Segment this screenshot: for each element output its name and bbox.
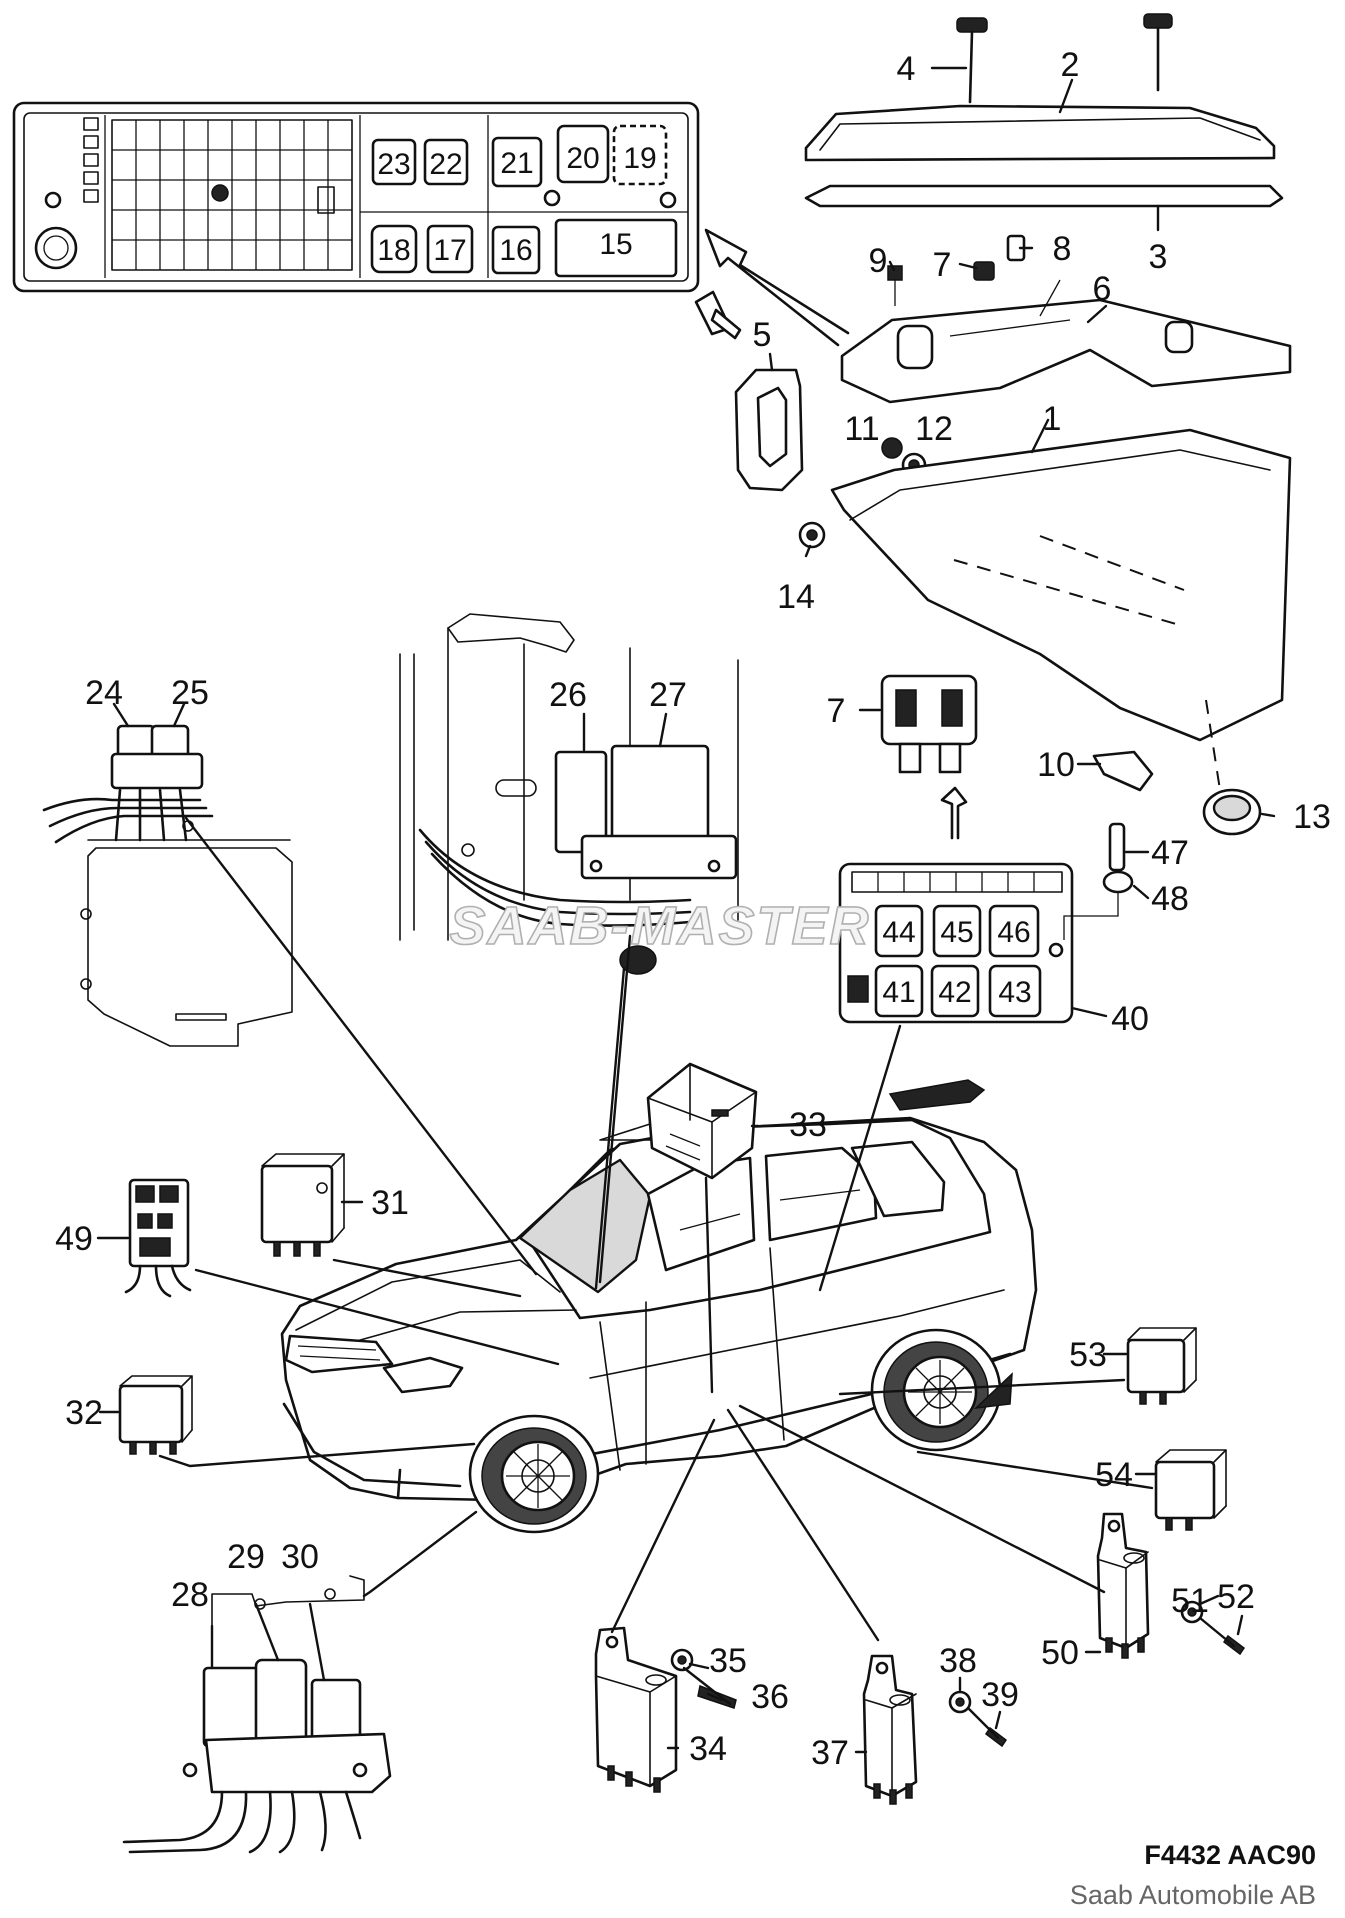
part-label: 6 bbox=[1093, 270, 1112, 308]
part-label: 53 bbox=[1069, 1336, 1107, 1374]
part-label: 9 bbox=[869, 242, 888, 280]
part-label: 50 bbox=[1041, 1634, 1079, 1672]
relay-32 bbox=[118, 1375, 193, 1455]
fuse-box-number: 23 bbox=[377, 148, 410, 181]
part-label: 14 bbox=[777, 578, 815, 616]
part-label: 26 bbox=[549, 676, 587, 714]
relay-37 bbox=[862, 1654, 1008, 1805]
relay-31 bbox=[260, 1153, 345, 1257]
relay-box-number: 45 bbox=[940, 916, 973, 949]
part-label: 30 bbox=[281, 1538, 319, 1576]
part-label: 31 bbox=[371, 1184, 409, 1222]
part-label: 8 bbox=[1053, 230, 1072, 268]
part-label: 35 bbox=[709, 1642, 747, 1680]
part-label: 25 bbox=[171, 674, 209, 712]
mini-fuse-grid bbox=[111, 119, 353, 271]
fuse-box-housing-exploded bbox=[734, 13, 1292, 836]
view-arrow bbox=[694, 228, 850, 347]
fuse-box-number: 19 bbox=[623, 142, 656, 175]
fuse-box-number: 17 bbox=[433, 234, 466, 267]
figure-code: F4432 AAC90 bbox=[1144, 1840, 1316, 1870]
part-label: 40 bbox=[1111, 1000, 1149, 1038]
part-label: 12 bbox=[915, 410, 953, 448]
part-label: 33 bbox=[789, 1106, 827, 1144]
part-labels: 1 2 3 4 5 6 7 8 9 10 11 12 13 14 24 25 2… bbox=[55, 46, 1331, 1772]
part-label: 10 bbox=[1037, 746, 1075, 784]
part-label: 27 bbox=[649, 676, 687, 714]
relay-49 bbox=[124, 1178, 192, 1298]
part-label: 28 bbox=[171, 1576, 209, 1614]
part-label: 48 bbox=[1151, 880, 1189, 918]
part-label: 52 bbox=[1217, 1578, 1255, 1616]
part-label: 3 bbox=[1149, 238, 1168, 276]
part-label: 36 bbox=[751, 1678, 789, 1716]
car-body bbox=[280, 1079, 1038, 1534]
copyright-notice: Saab Automobile AB bbox=[1070, 1880, 1316, 1910]
relay-panel-26-27 bbox=[399, 613, 739, 975]
relay-50 bbox=[1096, 1512, 1246, 1659]
part-label: 2 bbox=[1061, 46, 1080, 84]
watermark: SAAB-MASTER bbox=[450, 896, 871, 956]
relay-box-number: 46 bbox=[997, 916, 1030, 949]
part-label: 5 bbox=[753, 316, 772, 354]
part-label: 51 bbox=[1171, 1582, 1209, 1620]
relay-box-number: 44 bbox=[882, 916, 915, 949]
fuse-box-number: 16 bbox=[499, 234, 532, 267]
relay-assembly-24-25 bbox=[42, 724, 293, 1047]
part-label: 38 bbox=[939, 1642, 977, 1680]
blade-fuse-7 bbox=[880, 674, 978, 840]
part-label: 24 bbox=[85, 674, 123, 712]
fuse-box-top-view: 23 22 21 20 19 18 17 16 15 bbox=[12, 101, 700, 293]
connection-lines bbox=[158, 816, 1154, 1642]
part-label: 54 bbox=[1095, 1456, 1133, 1494]
fuse-box-number: 15 bbox=[599, 228, 632, 261]
relay-group-28-29-30 bbox=[122, 1575, 392, 1854]
part-label: 34 bbox=[689, 1730, 727, 1768]
leader-lines bbox=[96, 66, 1276, 1754]
relay-box-number: 43 bbox=[998, 976, 1031, 1009]
part-label: 32 bbox=[65, 1394, 103, 1432]
relay-54 bbox=[1154, 1449, 1227, 1531]
part-label: 13 bbox=[1293, 798, 1331, 836]
part-label: 47 bbox=[1151, 834, 1189, 872]
fuse-box-number: 21 bbox=[500, 147, 533, 180]
fuse-box-number: 20 bbox=[566, 142, 599, 175]
relay-33 bbox=[646, 1062, 758, 1180]
relay-box-number: 41 bbox=[882, 976, 915, 1009]
part-label: 49 bbox=[55, 1220, 93, 1258]
fuse-box-number: 18 bbox=[377, 234, 410, 267]
part-label: 39 bbox=[981, 1676, 1019, 1714]
part-label: 11 bbox=[844, 410, 879, 448]
fuse-box-number: 22 bbox=[429, 148, 462, 181]
part-label: 1 bbox=[1043, 400, 1062, 438]
part-label: 4 bbox=[897, 50, 916, 88]
relay-box-number: 42 bbox=[938, 976, 971, 1009]
part-label: 29 bbox=[227, 1538, 265, 1576]
relay-box-40: 44 45 46 41 42 43 bbox=[838, 822, 1134, 1024]
part-label: 37 bbox=[811, 1734, 849, 1772]
relay-53 bbox=[1126, 1327, 1197, 1405]
part-label: 7 bbox=[933, 246, 952, 284]
part-label: 7 bbox=[827, 692, 846, 730]
